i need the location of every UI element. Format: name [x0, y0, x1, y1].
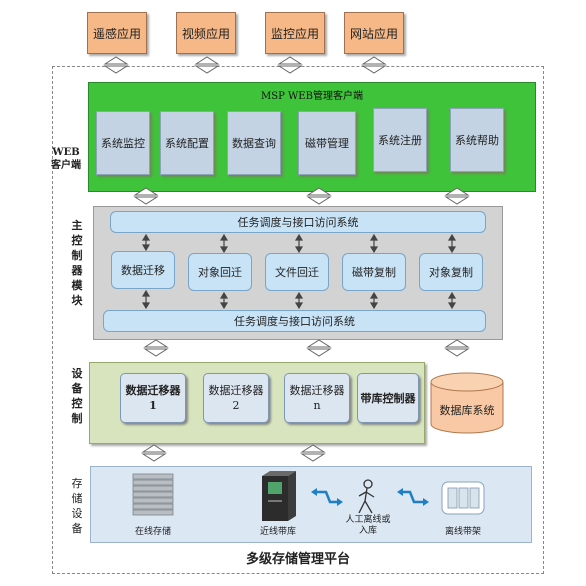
app-monitoring: 监控应用: [265, 12, 325, 54]
person-icon: [358, 479, 375, 514]
task-dispatch-bar-top: 任务调度与接口访问系统: [110, 211, 486, 233]
module-data-query: 数据查询: [227, 111, 281, 175]
func-object-copy: 对象复制: [419, 253, 483, 291]
app-remote-sensing: 遥感应用: [87, 12, 147, 54]
offline-rack-icon: [441, 481, 485, 515]
offline-rack-label: 离线带架: [444, 527, 481, 537]
database-cylinder: [430, 372, 504, 434]
main-control-side-label: 主控制器模块: [71, 219, 83, 307]
module-system-help: 系统帮助: [450, 108, 504, 172]
app-video: 视频应用: [176, 12, 236, 54]
module-tape-management: 磁带管理: [298, 111, 356, 175]
storage-side-label: 存储设备: [71, 477, 83, 535]
device-control-side-label: 设备控制: [71, 367, 83, 425]
online-storage-icon: [132, 473, 174, 516]
func-file-recall: 文件回迁: [265, 253, 329, 291]
func-object-recall: 对象回迁: [188, 253, 252, 291]
module-system-monitor: 系统监控: [96, 111, 150, 175]
func-tape-copy: 磁带复制: [342, 253, 406, 291]
module-system-register: 系统注册: [373, 108, 427, 172]
web-client-side-label: WEB客户端: [51, 147, 81, 171]
exchange-arrow-right: [397, 488, 429, 506]
module-system-config: 系统配置: [160, 111, 214, 175]
nearline-library-label: 近线带库: [259, 527, 296, 537]
manual-offline-label: 人工离线或入库: [345, 515, 391, 536]
library-controller: 带库控制器: [357, 373, 419, 423]
app-website: 网站应用: [344, 12, 404, 54]
tape-library-icon: [262, 471, 296, 521]
platform-title: 多级存储管理平台: [245, 552, 350, 567]
task-dispatch-bar-bottom: 任务调度与接口访问系统: [103, 310, 486, 332]
exchange-arrow-left: [311, 488, 343, 506]
func-data-migration: 数据迁移: [111, 251, 175, 289]
web-client-title: MSP WEB管理客户端: [261, 91, 363, 102]
online-storage-label: 在线存储: [134, 527, 171, 537]
database-label: 数据库系统: [439, 404, 495, 417]
